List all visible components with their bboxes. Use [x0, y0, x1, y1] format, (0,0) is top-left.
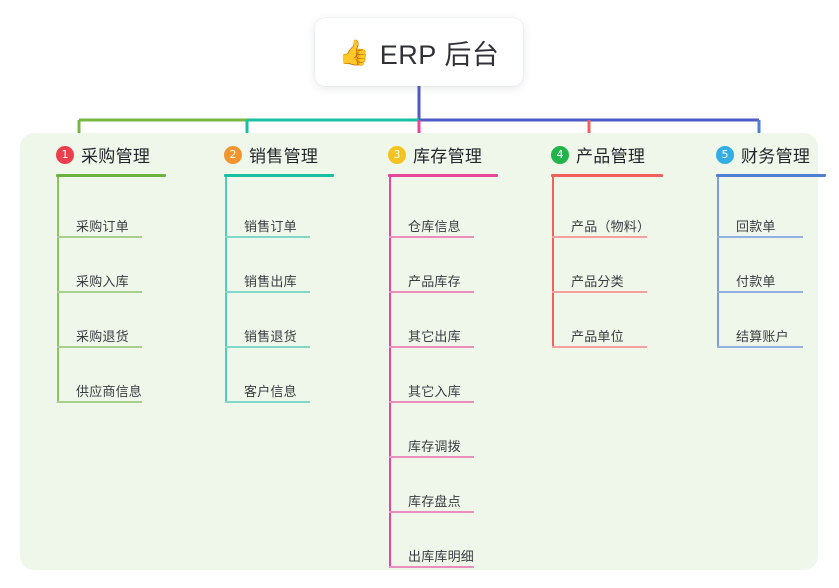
branch-badge-3: 3: [388, 145, 406, 164]
leaf-item[interactable]: 销售退货: [244, 329, 297, 344]
branch-rule-2: [224, 174, 334, 177]
leaf-rule: [57, 346, 142, 348]
leaf-rule: [389, 291, 474, 293]
branch-badge-4: 4: [551, 145, 569, 164]
leaf-item[interactable]: 库存盘点: [408, 494, 461, 509]
branch-title-5: 财务管理: [741, 147, 811, 166]
branch-spine-5: [717, 177, 719, 346]
leaf-rule: [389, 236, 474, 238]
branch-rule-4: [551, 174, 663, 177]
leaf-rule: [389, 566, 474, 568]
branch-badge-5: 5: [716, 145, 734, 164]
leaf-rule: [552, 236, 647, 238]
root-node-card[interactable]: 👍 ERP 后台: [315, 18, 523, 86]
branch-title-2: 销售管理: [249, 147, 319, 166]
leaf-item[interactable]: 库存调拨: [408, 439, 461, 454]
leaf-item[interactable]: 产品库存: [408, 274, 461, 289]
leaf-item[interactable]: 出库库明细: [408, 549, 475, 564]
branch-header-3[interactable]: 3 库存管理: [388, 142, 482, 167]
leaf-item[interactable]: 供应商信息: [76, 384, 143, 399]
branch-badge-2: 2: [224, 145, 242, 164]
branch-header-5[interactable]: 5 财务管理: [716, 142, 810, 167]
leaf-item[interactable]: 采购订单: [76, 219, 129, 234]
leaf-rule: [717, 236, 803, 238]
branch-spine-3: [389, 177, 391, 566]
branch-spine-1: [57, 177, 59, 401]
branch-spine-2: [225, 177, 227, 401]
leaf-item[interactable]: 仓库信息: [408, 219, 461, 234]
leaf-rule: [389, 456, 474, 458]
leaf-rule: [717, 346, 803, 348]
branch-badge-1: 1: [56, 145, 74, 164]
leaf-rule: [57, 401, 142, 403]
leaf-rule: [225, 291, 310, 293]
leaf-item[interactable]: 回款单: [736, 219, 776, 234]
leaf-item[interactable]: 采购退货: [76, 329, 129, 344]
leaf-item[interactable]: 采购入库: [76, 274, 129, 289]
branch-rule-3: [388, 174, 498, 177]
leaf-rule: [225, 346, 310, 348]
leaf-rule: [552, 346, 647, 348]
branches-panel: 1 采购管理采购订单采购入库采购退货供应商信息 2 销售管理销售订单销售出库销售退货客…: [20, 133, 826, 570]
leaf-rule: [225, 401, 310, 403]
root-node-title: ERP 后台: [379, 39, 500, 70]
branch-rule-5: [716, 174, 826, 177]
branch-header-4[interactable]: 4 产品管理: [551, 142, 645, 167]
leaf-item[interactable]: 其它入库: [408, 384, 461, 399]
leaf-item[interactable]: 产品分类: [571, 274, 624, 289]
leaf-item[interactable]: 客户信息: [244, 384, 297, 399]
branch-title-4: 产品管理: [576, 147, 646, 166]
leaf-item[interactable]: 结算账户: [736, 329, 789, 344]
branch-rule-1: [56, 174, 166, 177]
leaf-item[interactable]: 其它出库: [408, 329, 461, 344]
branch-title-3: 库存管理: [413, 147, 483, 166]
leaf-rule: [389, 346, 474, 348]
thumbs-up-icon: 👍: [338, 38, 370, 67]
leaf-item[interactable]: 付款单: [736, 274, 776, 289]
branch-header-1[interactable]: 1 采购管理: [56, 142, 150, 167]
leaf-rule: [552, 291, 647, 293]
branch-header-2[interactable]: 2 销售管理: [224, 142, 318, 167]
leaf-rule: [57, 236, 142, 238]
leaf-rule: [389, 511, 474, 513]
leaf-rule: [57, 291, 142, 293]
leaf-item[interactable]: 产品单位: [571, 329, 624, 344]
leaf-rule: [389, 401, 474, 403]
leaf-rule: [225, 236, 310, 238]
leaf-item[interactable]: 产品（物料）: [571, 219, 651, 234]
branch-spine-4: [552, 177, 554, 346]
leaf-rule: [717, 291, 803, 293]
leaf-item[interactable]: 销售订单: [244, 219, 297, 234]
leaf-item[interactable]: 销售出库: [244, 274, 297, 289]
branch-title-1: 采购管理: [81, 147, 151, 166]
